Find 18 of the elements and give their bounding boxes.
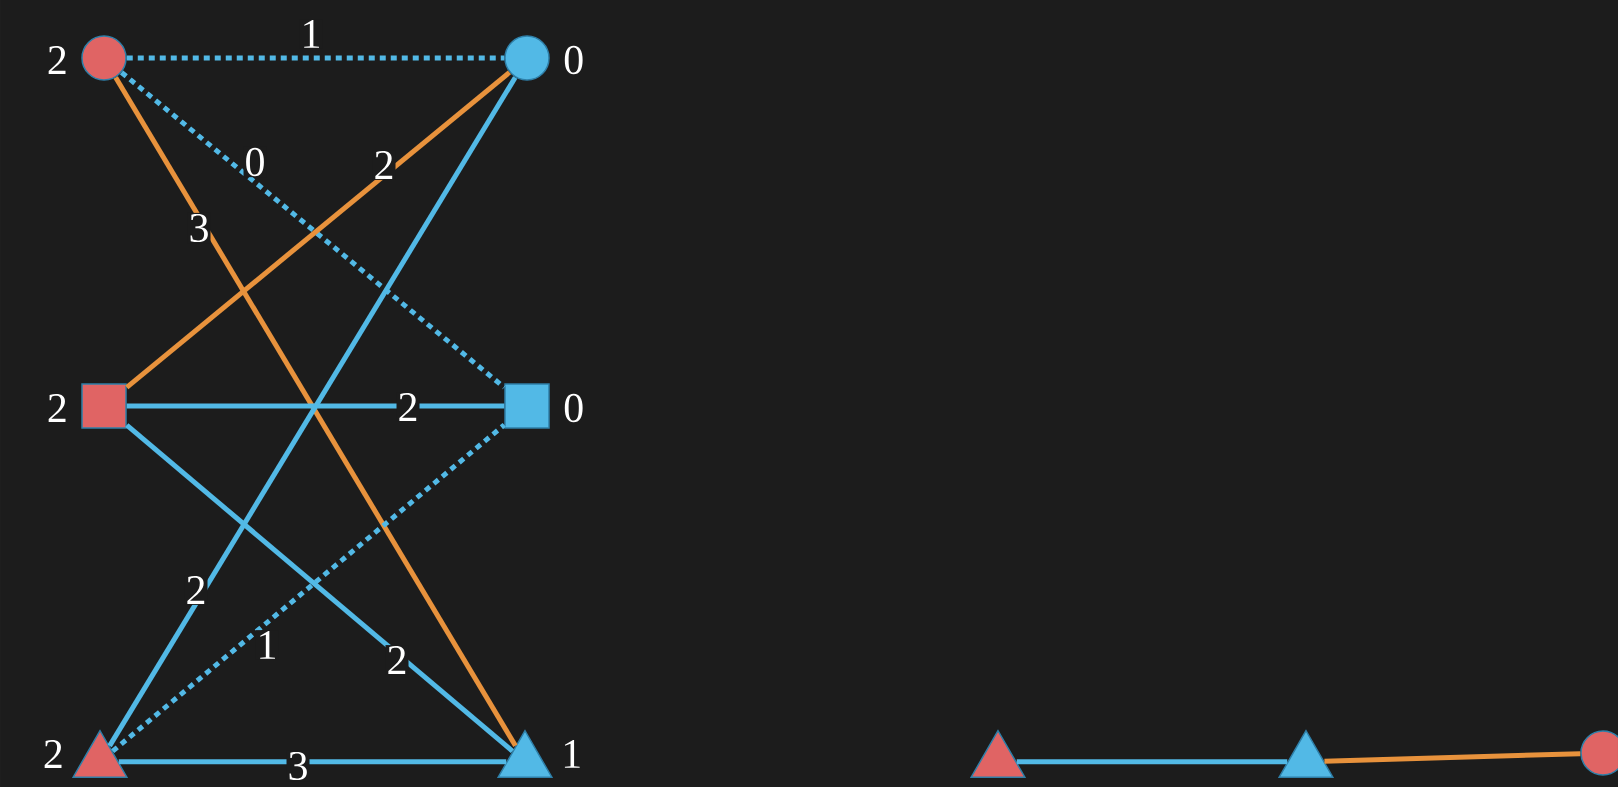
- node-value: 2: [48, 394, 66, 422]
- edge-line: [1324, 751, 1581, 764]
- node-value: 0: [564, 45, 583, 75]
- edge-label: 2: [372, 150, 396, 180]
- edge-line: [118, 759, 507, 765]
- node-value: 2: [44, 740, 62, 768]
- edge-label: 2: [184, 575, 208, 605]
- edge-line: [1016, 759, 1288, 765]
- node-value: 2: [48, 46, 66, 74]
- edge-label: 1: [299, 19, 323, 49]
- edge-label: 2: [385, 645, 409, 675]
- node-value: 0: [564, 393, 583, 423]
- edge-line: [126, 403, 505, 409]
- node-value: 1: [564, 740, 580, 768]
- edge-label: 1: [255, 630, 279, 660]
- circle-node: [1580, 730, 1618, 776]
- edge-line: [126, 55, 505, 61]
- edge-label: 2: [396, 392, 420, 422]
